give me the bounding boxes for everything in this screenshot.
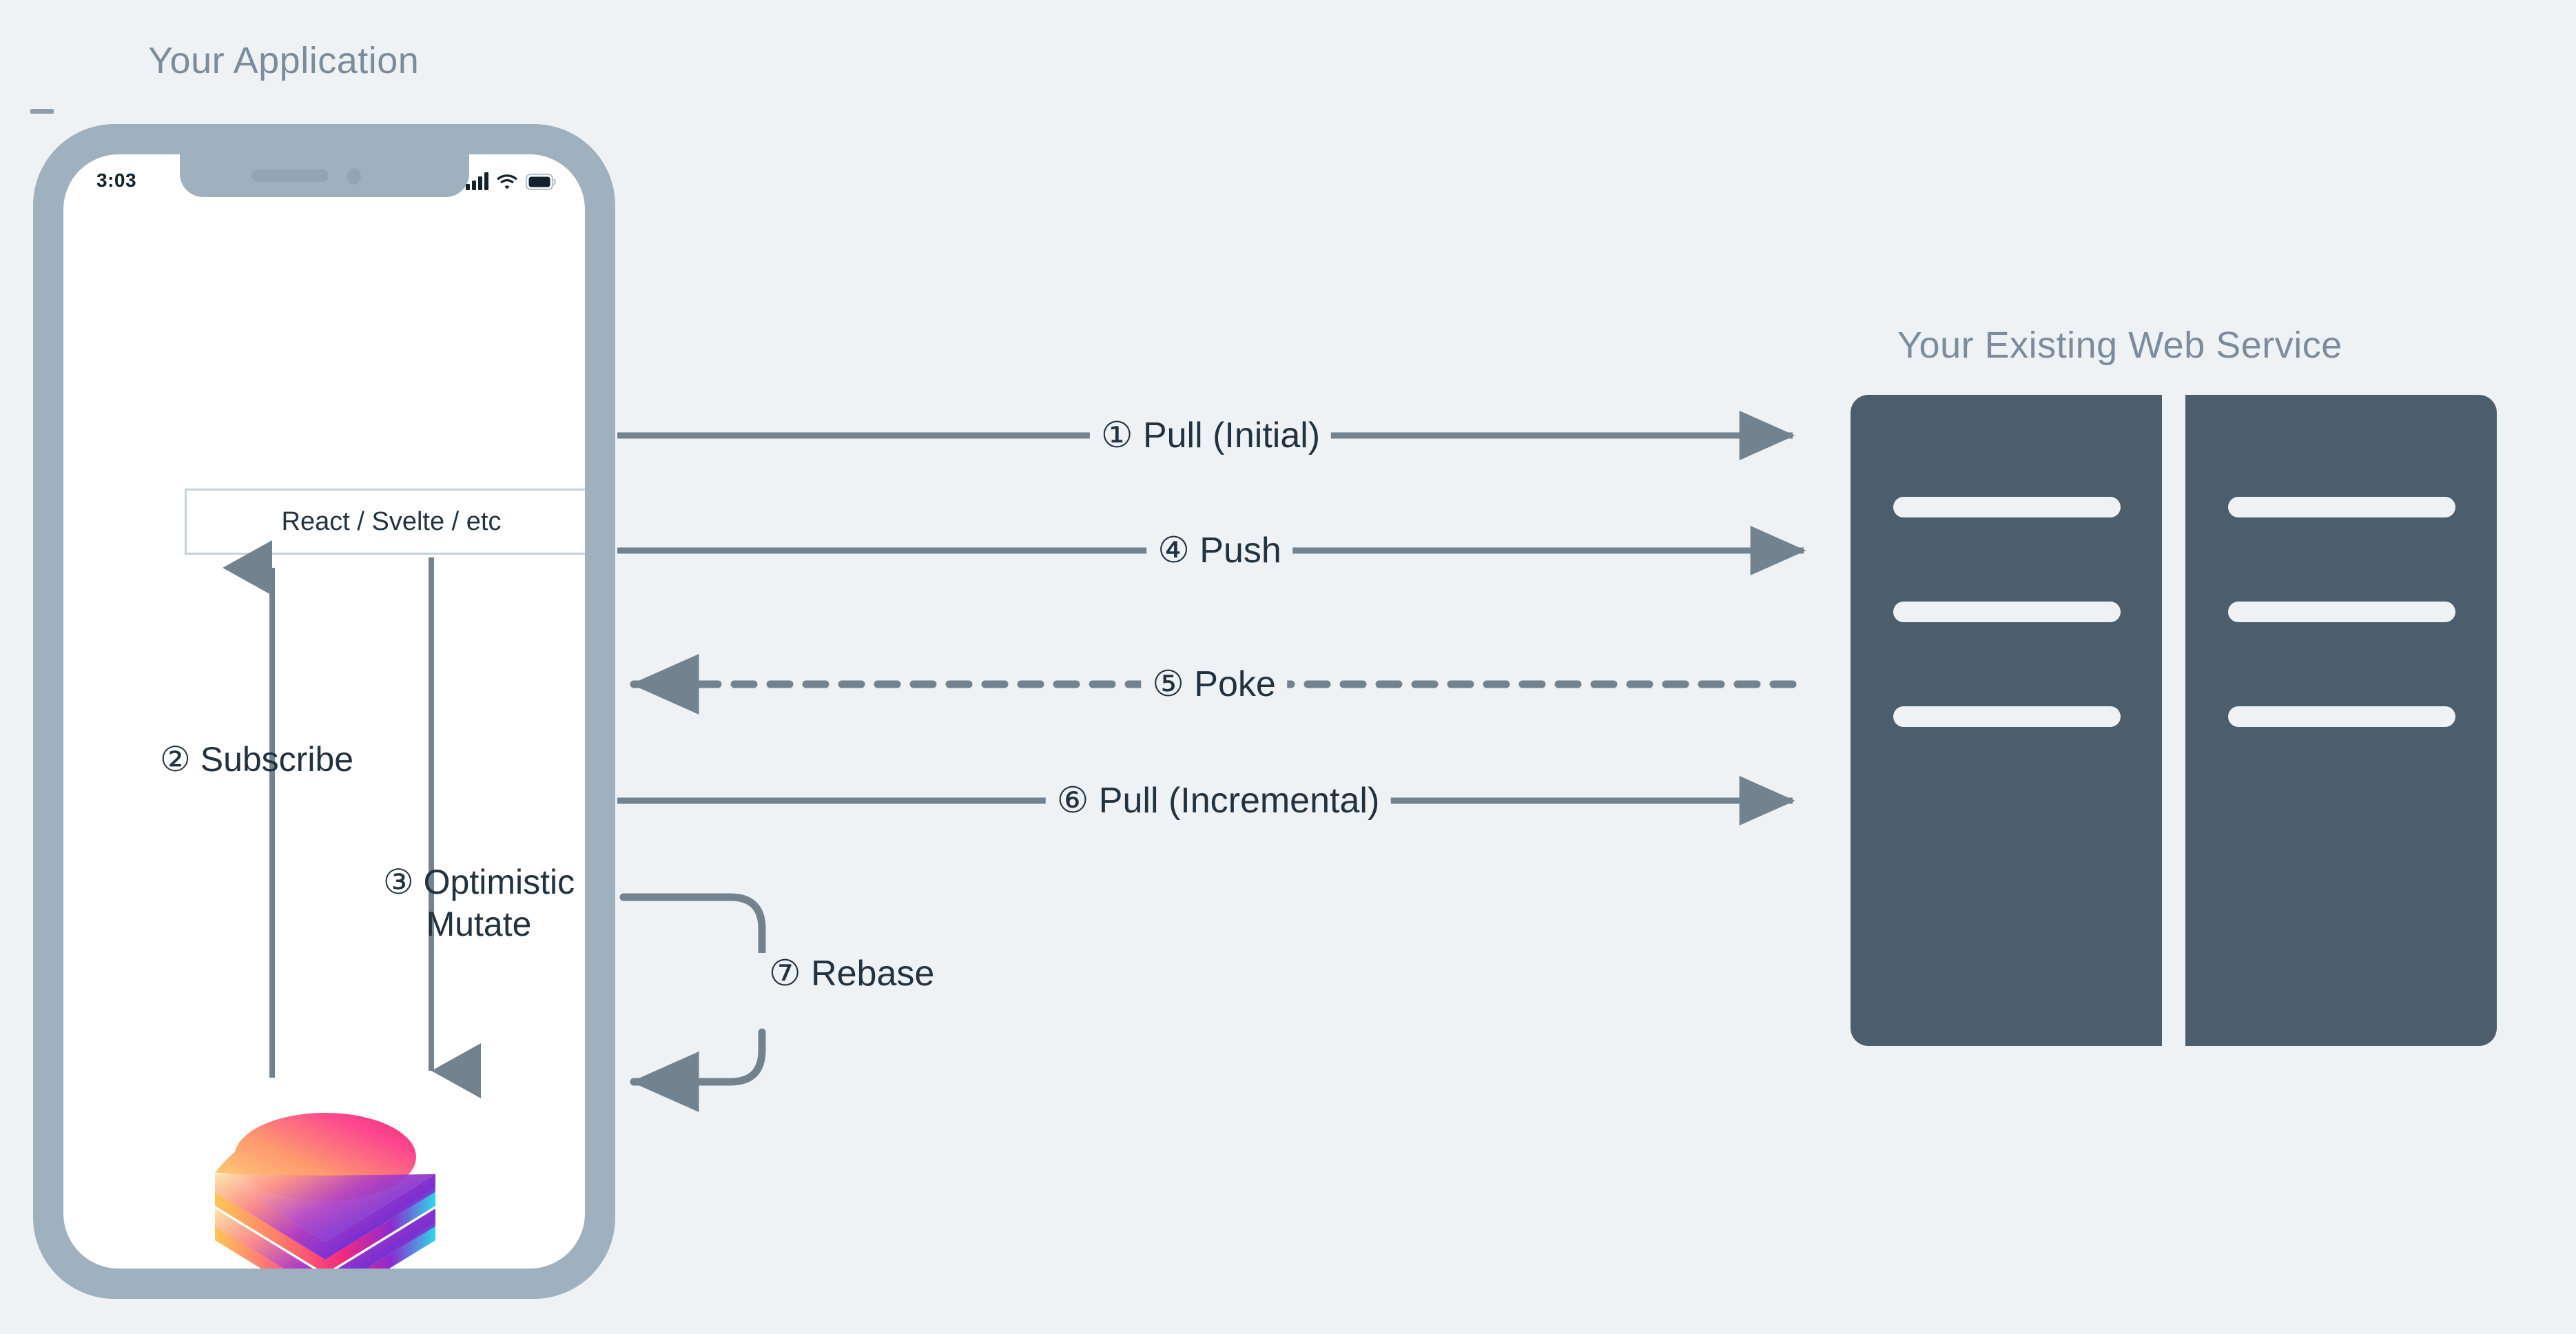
step-optimistic-mutate-label: ③ Optimistic Mutate (382, 863, 575, 943)
flow-label-poke: ⑤ Poke (1141, 664, 1287, 705)
flow-label-push: ④ Push (1146, 530, 1292, 571)
server-slot (1893, 497, 2121, 517)
flow-label-pull-incremental: ⑥ Pull (Incremental) (1045, 780, 1391, 821)
phone-notch (179, 154, 469, 197)
arrow-rebase-loop (619, 893, 766, 1112)
step-subscribe-label: ② Subscribe (160, 740, 354, 779)
replicache-layers-logo (215, 1113, 435, 1269)
server-slot (1893, 706, 2121, 727)
framework-box-label: React / Svelte / etc (281, 506, 502, 536)
cellular-signal-icon (466, 172, 488, 190)
flow-label-pull-initial: ① Pull (Initial) (1089, 415, 1332, 456)
status-bar: 3:03 (63, 154, 585, 203)
phone-screen: 3:03 (63, 154, 585, 1269)
status-icon-group (466, 168, 556, 190)
phone-internal-arrows (223, 540, 481, 1098)
server-slot (2228, 706, 2455, 727)
server-rack-left (1851, 395, 2162, 1046)
corner-tick-mark (30, 109, 54, 114)
speaker-grill-icon (251, 170, 329, 182)
server-slot (2228, 602, 2455, 622)
server-slot (2228, 497, 2455, 517)
flow-label-rebase: ⑦ Rebase (758, 953, 946, 994)
server-rack-right (2185, 395, 2497, 1046)
your-application-title: Your Application (148, 40, 420, 81)
wifi-icon (497, 174, 517, 189)
server-slot (1893, 602, 2121, 622)
status-time: 3:03 (96, 170, 137, 191)
web-service-servers (1851, 395, 2497, 1046)
battery-icon (526, 174, 556, 190)
front-camera-icon (347, 168, 361, 185)
phone-mockup: 3:03 (33, 124, 615, 1299)
your-existing-web-service-title: Your Existing Web Service (1897, 325, 2342, 366)
